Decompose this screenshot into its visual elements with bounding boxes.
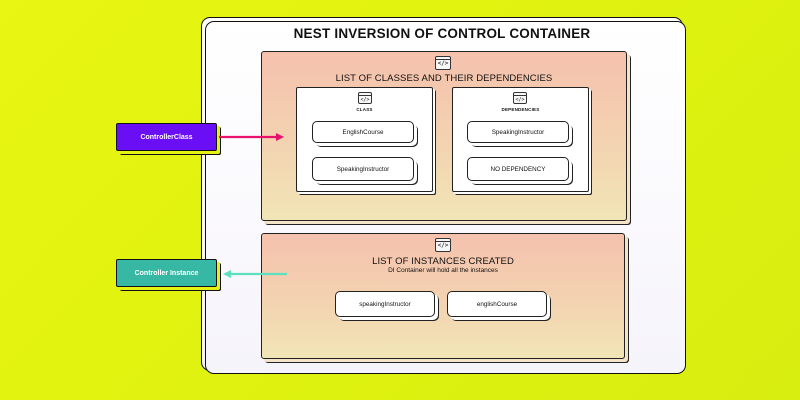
dependency-item[interactable]: SpeakingInstructor xyxy=(467,121,569,143)
class-column: </> CLASS EnglishCourse SpeakingInstruct… xyxy=(296,87,433,192)
code-window-icon: </> xyxy=(513,92,527,104)
instance-item[interactable]: speakingInstructor xyxy=(335,291,435,317)
instances-panel-title: LIST OF INSTANCES CREATED xyxy=(372,256,514,267)
ioc-container: NEST INVERSION OF CONTROL CONTAINER </> … xyxy=(201,17,686,374)
classes-panel-title: LIST OF CLASSES AND THEIR DEPENDENCIES xyxy=(335,73,553,84)
dependency-item[interactable]: NO DEPENDENCY xyxy=(467,157,569,181)
code-window-icon: </> xyxy=(435,238,451,252)
controller-class-box[interactable]: ControllerClass xyxy=(116,123,217,151)
classes-panel: </> LIST OF CLASSES AND THEIR DEPENDENCI… xyxy=(261,51,627,221)
instances-panel-subtitle: DI Container will hold all the instances xyxy=(388,267,498,274)
class-column-header: CLASS xyxy=(356,107,373,112)
dependencies-column: </> DEPENDENCIES SpeakingInstructor NO D… xyxy=(452,87,589,192)
code-window-icon: </> xyxy=(435,56,451,70)
class-item[interactable]: SpeakingInstructor xyxy=(312,157,414,181)
instance-item[interactable]: englishCourse xyxy=(447,291,547,317)
class-item[interactable]: EnglishCourse xyxy=(312,121,414,143)
dependencies-column-header: DEPENDENCIES xyxy=(501,107,540,112)
instances-panel: </> LIST OF INSTANCES CREATED DI Contain… xyxy=(261,233,625,359)
controller-instance-box[interactable]: Controller Instance xyxy=(116,259,217,287)
container-title: NEST INVERSION OF CONTROL CONTAINER xyxy=(293,26,591,41)
code-window-icon: </> xyxy=(358,92,372,104)
